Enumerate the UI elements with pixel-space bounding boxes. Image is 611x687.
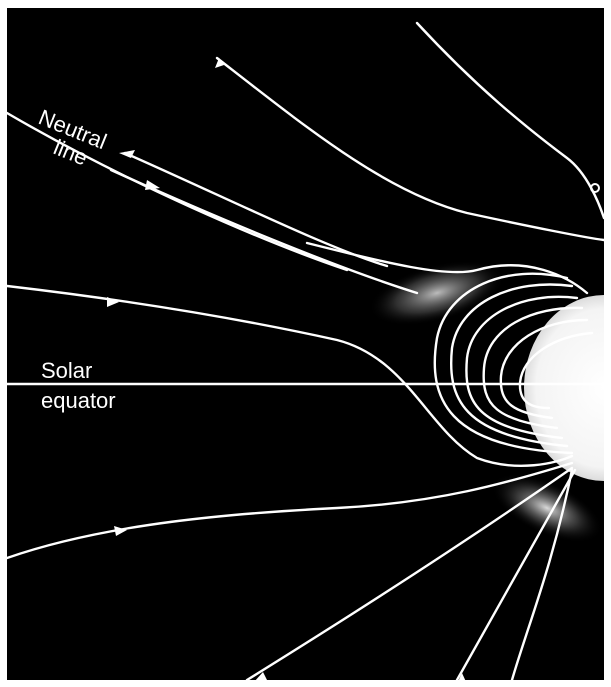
closed-loop <box>465 295 579 440</box>
arrowhead <box>458 673 466 680</box>
arrowhead <box>114 526 127 536</box>
neutral-line-field-line <box>123 151 389 268</box>
closed-loop <box>499 318 589 420</box>
field-line <box>415 21 604 220</box>
field-line-marker <box>590 183 600 193</box>
diagram-frame: Neutral line Solar equator <box>7 8 604 680</box>
arrowhead <box>107 297 119 307</box>
solar-equator-label-line1: Solar <box>41 358 92 383</box>
field-line <box>215 56 604 242</box>
field-line <box>510 468 574 680</box>
neutral-line-field-line <box>7 111 349 272</box>
field-line <box>455 468 577 680</box>
field-line <box>7 284 574 467</box>
arrowhead <box>255 672 267 680</box>
arrowhead <box>215 58 224 68</box>
upper-streamer-glow <box>368 260 506 326</box>
neutral-line-field-line <box>109 168 419 295</box>
lower-streamer-glow <box>491 473 603 543</box>
closed-loop <box>518 331 594 410</box>
field-line <box>7 461 574 560</box>
closed-loop <box>450 283 574 448</box>
arrowhead <box>119 150 135 158</box>
solar-equator-label-line2: equator <box>41 388 116 413</box>
field-line <box>245 466 574 680</box>
closed-loop <box>433 272 574 455</box>
closed-loop <box>482 306 584 430</box>
magnetic-field-diagram: Neutral line Solar equator <box>7 21 604 680</box>
arrowhead <box>145 180 160 190</box>
